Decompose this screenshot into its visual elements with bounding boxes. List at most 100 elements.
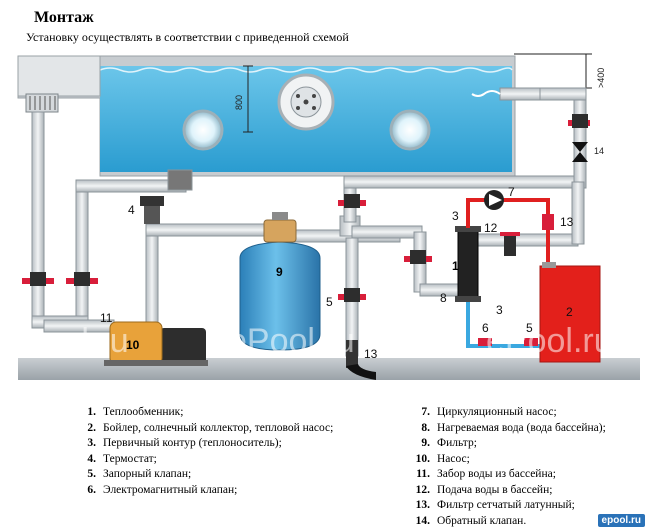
pump-base — [104, 360, 208, 366]
drain-outlet — [346, 364, 376, 380]
label-14: 14 — [594, 146, 604, 156]
legend-item-number: 6. — [87, 483, 96, 496]
legend-item: 8. Нагреваемая вода (вода бассейна); — [404, 421, 649, 435]
label-3: 3 — [452, 209, 459, 223]
legend-item-text: Запорный клапан; — [103, 468, 192, 480]
label-6: 6 — [482, 321, 489, 335]
page-title: Монтаж — [34, 9, 94, 26]
return-inlet-jet — [471, 90, 501, 97]
drain-pipe — [346, 340, 358, 368]
legend-item-number: 10. — [415, 452, 430, 465]
filter-valve-handle — [272, 212, 288, 220]
skimmer-grid — [29, 96, 56, 110]
thermostat-head — [140, 196, 164, 206]
legend-item-text: Первичный контур (теплоноситель); — [103, 437, 282, 449]
legend-item-number: 4. — [87, 452, 96, 465]
legend-item: 13. Фильтр сетчатый латунный; — [404, 498, 649, 512]
legend-item: 11. Забор воды из бассейна; — [404, 467, 649, 481]
legend-item: 7. Циркуляционный насос; — [404, 405, 649, 419]
return-inlet — [499, 87, 541, 101]
pump-motor — [160, 328, 206, 364]
label-9: 9 — [276, 265, 283, 279]
legend-item: 1. Теплообменник; — [70, 405, 340, 419]
legend-item-text: Бойлер, солнечный коллектор, тепловой на… — [103, 421, 334, 434]
heat-exchanger-cap-bottom — [455, 296, 481, 302]
pool-lamp-right — [389, 109, 431, 151]
legend-item-text: Насос; — [437, 452, 470, 465]
page-subtitle: Установку осуществлять в соответствии с … — [26, 30, 349, 44]
legend-item-text: Нагреваемая вода (вода бассейна); — [437, 421, 606, 434]
label-12: 12 — [484, 221, 498, 235]
label-11: 11 — [100, 311, 113, 325]
label-7: 7 — [508, 185, 515, 199]
pool-nozzle-holes — [296, 94, 316, 110]
legend-item-number: 2. — [87, 421, 96, 434]
legend-item-text: Термостат; — [103, 452, 157, 465]
valve-bodies — [30, 114, 588, 302]
depth-dimension-label: 800 — [234, 95, 244, 110]
pool-lamp-left — [182, 109, 224, 151]
legend-item-text: Электромагнитный клапан; — [103, 483, 238, 496]
legend-item-text: Циркуляционный насос; — [437, 406, 557, 418]
legend-item-number: 5. — [87, 468, 96, 480]
label-5-boiler: 5 — [526, 321, 533, 335]
installation-diagram: 800 >400 — [2, 53, 640, 380]
legend-item: 10. Насос; — [404, 452, 649, 466]
label-10: 10 — [126, 338, 140, 352]
heat-exchanger — [457, 227, 479, 301]
check-valve — [572, 142, 588, 162]
skimmer — [17, 55, 101, 97]
legend-item-number: 12. — [415, 483, 430, 496]
pool-surface — [99, 67, 513, 73]
legend-item-text: Фильтр; — [437, 437, 477, 449]
watermark-center: ePool.ru — [228, 322, 355, 360]
height-dimension — [514, 53, 592, 89]
return-valve — [504, 236, 516, 256]
skimmer-basket — [25, 93, 59, 113]
legend-item-number: 9. — [421, 437, 430, 449]
legend-item-text: Обратный клапан. — [437, 514, 527, 527]
label-2: 2 — [566, 305, 573, 319]
label-8: 8 — [440, 291, 447, 305]
watermark-right: ePool.ru — [486, 322, 613, 360]
legend-item: 14. Обратный клапан. — [404, 514, 649, 528]
return-valve-handle — [500, 232, 520, 236]
heat-exchanger-cap-top — [455, 226, 481, 232]
legend-item-number: 8. — [421, 421, 430, 434]
legend-item-text: Забор воды из бассейна; — [437, 468, 556, 480]
strainer-primary — [542, 214, 554, 230]
legend-item-number: 14. — [415, 514, 430, 527]
legend-item-number: 13. — [415, 499, 430, 511]
label-5-filter: 5 — [326, 295, 333, 309]
primary-circuit-hot — [466, 198, 550, 268]
label-1: 1 — [452, 259, 459, 273]
legend-item-text: Теплообменник; — [103, 406, 184, 418]
thermostat — [144, 204, 160, 224]
boiler-top — [542, 262, 556, 268]
label-4: 4 — [128, 203, 135, 217]
legend-item-number: 11. — [416, 468, 430, 480]
filter-valve — [263, 219, 297, 243]
legend-item-number: 3. — [87, 437, 96, 449]
legend-right: 7. Циркуляционный насос; 8. Нагреваемая вод… — [404, 405, 649, 529]
legend-item-number: 1. — [87, 406, 96, 418]
legend-left: 1. Теплообменник; 2. Бойлер, солнечный колл… — [70, 405, 340, 498]
boiler — [539, 265, 601, 363]
label-3-cold: 3 — [496, 303, 503, 317]
circulation-pump-arrow — [489, 194, 502, 206]
filter — [239, 241, 321, 351]
height-dimension-label: >400 — [596, 68, 606, 88]
legend-item: 3. Первичный контур (теплоноситель); — [70, 436, 340, 450]
label-13-drain: 13 — [364, 347, 378, 361]
legend-item: 6. Электромагнитный клапан; — [70, 483, 340, 497]
pipes — [31, 87, 587, 357]
watermark-left: ePool.ru — [2, 322, 129, 360]
legend-item-text: Фильтр сетчатый латунный; — [437, 499, 575, 511]
legend-item-text: Подача воды в бассейн; — [437, 483, 553, 496]
legend-item: 9. Фильтр; — [404, 436, 649, 450]
legend-item-number: 7. — [421, 406, 430, 418]
legend-item: 4. Термостат; — [70, 452, 340, 466]
site-logo: epool.ru — [597, 514, 645, 527]
legend-item: 12. Подача воды в бассейн; — [404, 483, 649, 497]
